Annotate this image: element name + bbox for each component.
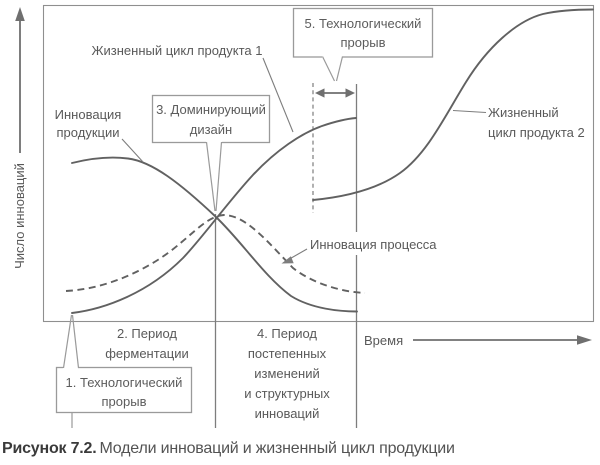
- stage4-label-line3: изменений: [254, 366, 320, 381]
- x-axis-arrowhead-icon: [577, 335, 592, 345]
- callout-box-3: [151, 94, 271, 144]
- product-innovation-curve: [71, 156, 358, 313]
- callout-3-pointer-right: [215, 141, 223, 212]
- lifecycle2-curve: [312, 8, 594, 201]
- product-innovation-label-line2: продукции: [57, 125, 120, 140]
- y-axis-arrowhead-icon: [15, 7, 25, 21]
- callout-1-text-line1: 1. Технологический: [66, 375, 183, 390]
- callout-3-text-line2: дизайн: [190, 122, 232, 137]
- lifecycle2-label-line1: Жизненный: [488, 105, 559, 120]
- callout-box-1-gap: [63, 365, 78, 370]
- callout-1-pointer-right: [71, 314, 80, 369]
- callout-3-pointer-left: [205, 141, 216, 212]
- stage2-label-line2: ферментации: [105, 346, 189, 361]
- product-innovation-label-line1: Инновация: [55, 107, 122, 122]
- span-arrowhead-left-icon: [315, 88, 325, 98]
- callout-5-pointer-right: [335, 56, 344, 82]
- callout-box-3-gap: [206, 140, 222, 145]
- lifecycle2-label-pointer: [452, 109, 487, 114]
- span-arrowhead-right-icon: [345, 88, 355, 98]
- figure-caption: Рисунок 7.2. Модели инноваций и жизненны…: [2, 440, 455, 458]
- callout-3-text-line1: 3. Доминирующий: [156, 102, 266, 117]
- process-innovation-label: Инновация процесса: [310, 237, 437, 252]
- lifecycle1-curve: [71, 117, 357, 314]
- callout-1-pointer-left: [62, 314, 73, 369]
- y-axis-label: Число инноваций: [12, 163, 27, 269]
- plot-frame: [42, 4, 595, 323]
- stage4-label-line1: 4. Период: [257, 326, 317, 341]
- figure-caption-label: Рисунок 7.2.: [2, 440, 97, 457]
- innovation-lifecycle-diagram: Число инноваций Время Жизненный цикл про…: [12, 4, 595, 428]
- process-innovation-pointer-arrowhead-icon: [281, 256, 294, 264]
- x-axis-label: Время: [364, 333, 403, 348]
- callout-1-text-line2: прорыв: [102, 394, 147, 409]
- callout-box-1: [55, 366, 193, 414]
- lifecycle1-label-pointer: [262, 57, 294, 133]
- stage4-label-line4: и структурных: [244, 386, 330, 401]
- callout-box-5: [292, 7, 434, 58]
- stage4-label-line5: инноваций: [255, 406, 320, 421]
- lifecycle2-label-line2: цикл продукта 2: [488, 125, 585, 140]
- product-innovation-label-pointer: [121, 138, 144, 163]
- process-innovation-curve: [65, 214, 366, 294]
- callout-5-text-line1: 5. Технологический: [305, 16, 422, 31]
- stage4-label-line2: постепенных: [248, 346, 327, 361]
- stage2-label-line1: 2. Период: [117, 326, 177, 341]
- lifecycle1-label: Жизненный цикл продукта 1: [92, 43, 263, 58]
- callout-5-pointer-left: [321, 56, 336, 82]
- callout-box-5-gap: [322, 55, 342, 59]
- figure-caption-body: Модели инноваций и жизненный цикл продук…: [99, 440, 455, 457]
- callout-5-text-line2: прорыв: [341, 35, 386, 50]
